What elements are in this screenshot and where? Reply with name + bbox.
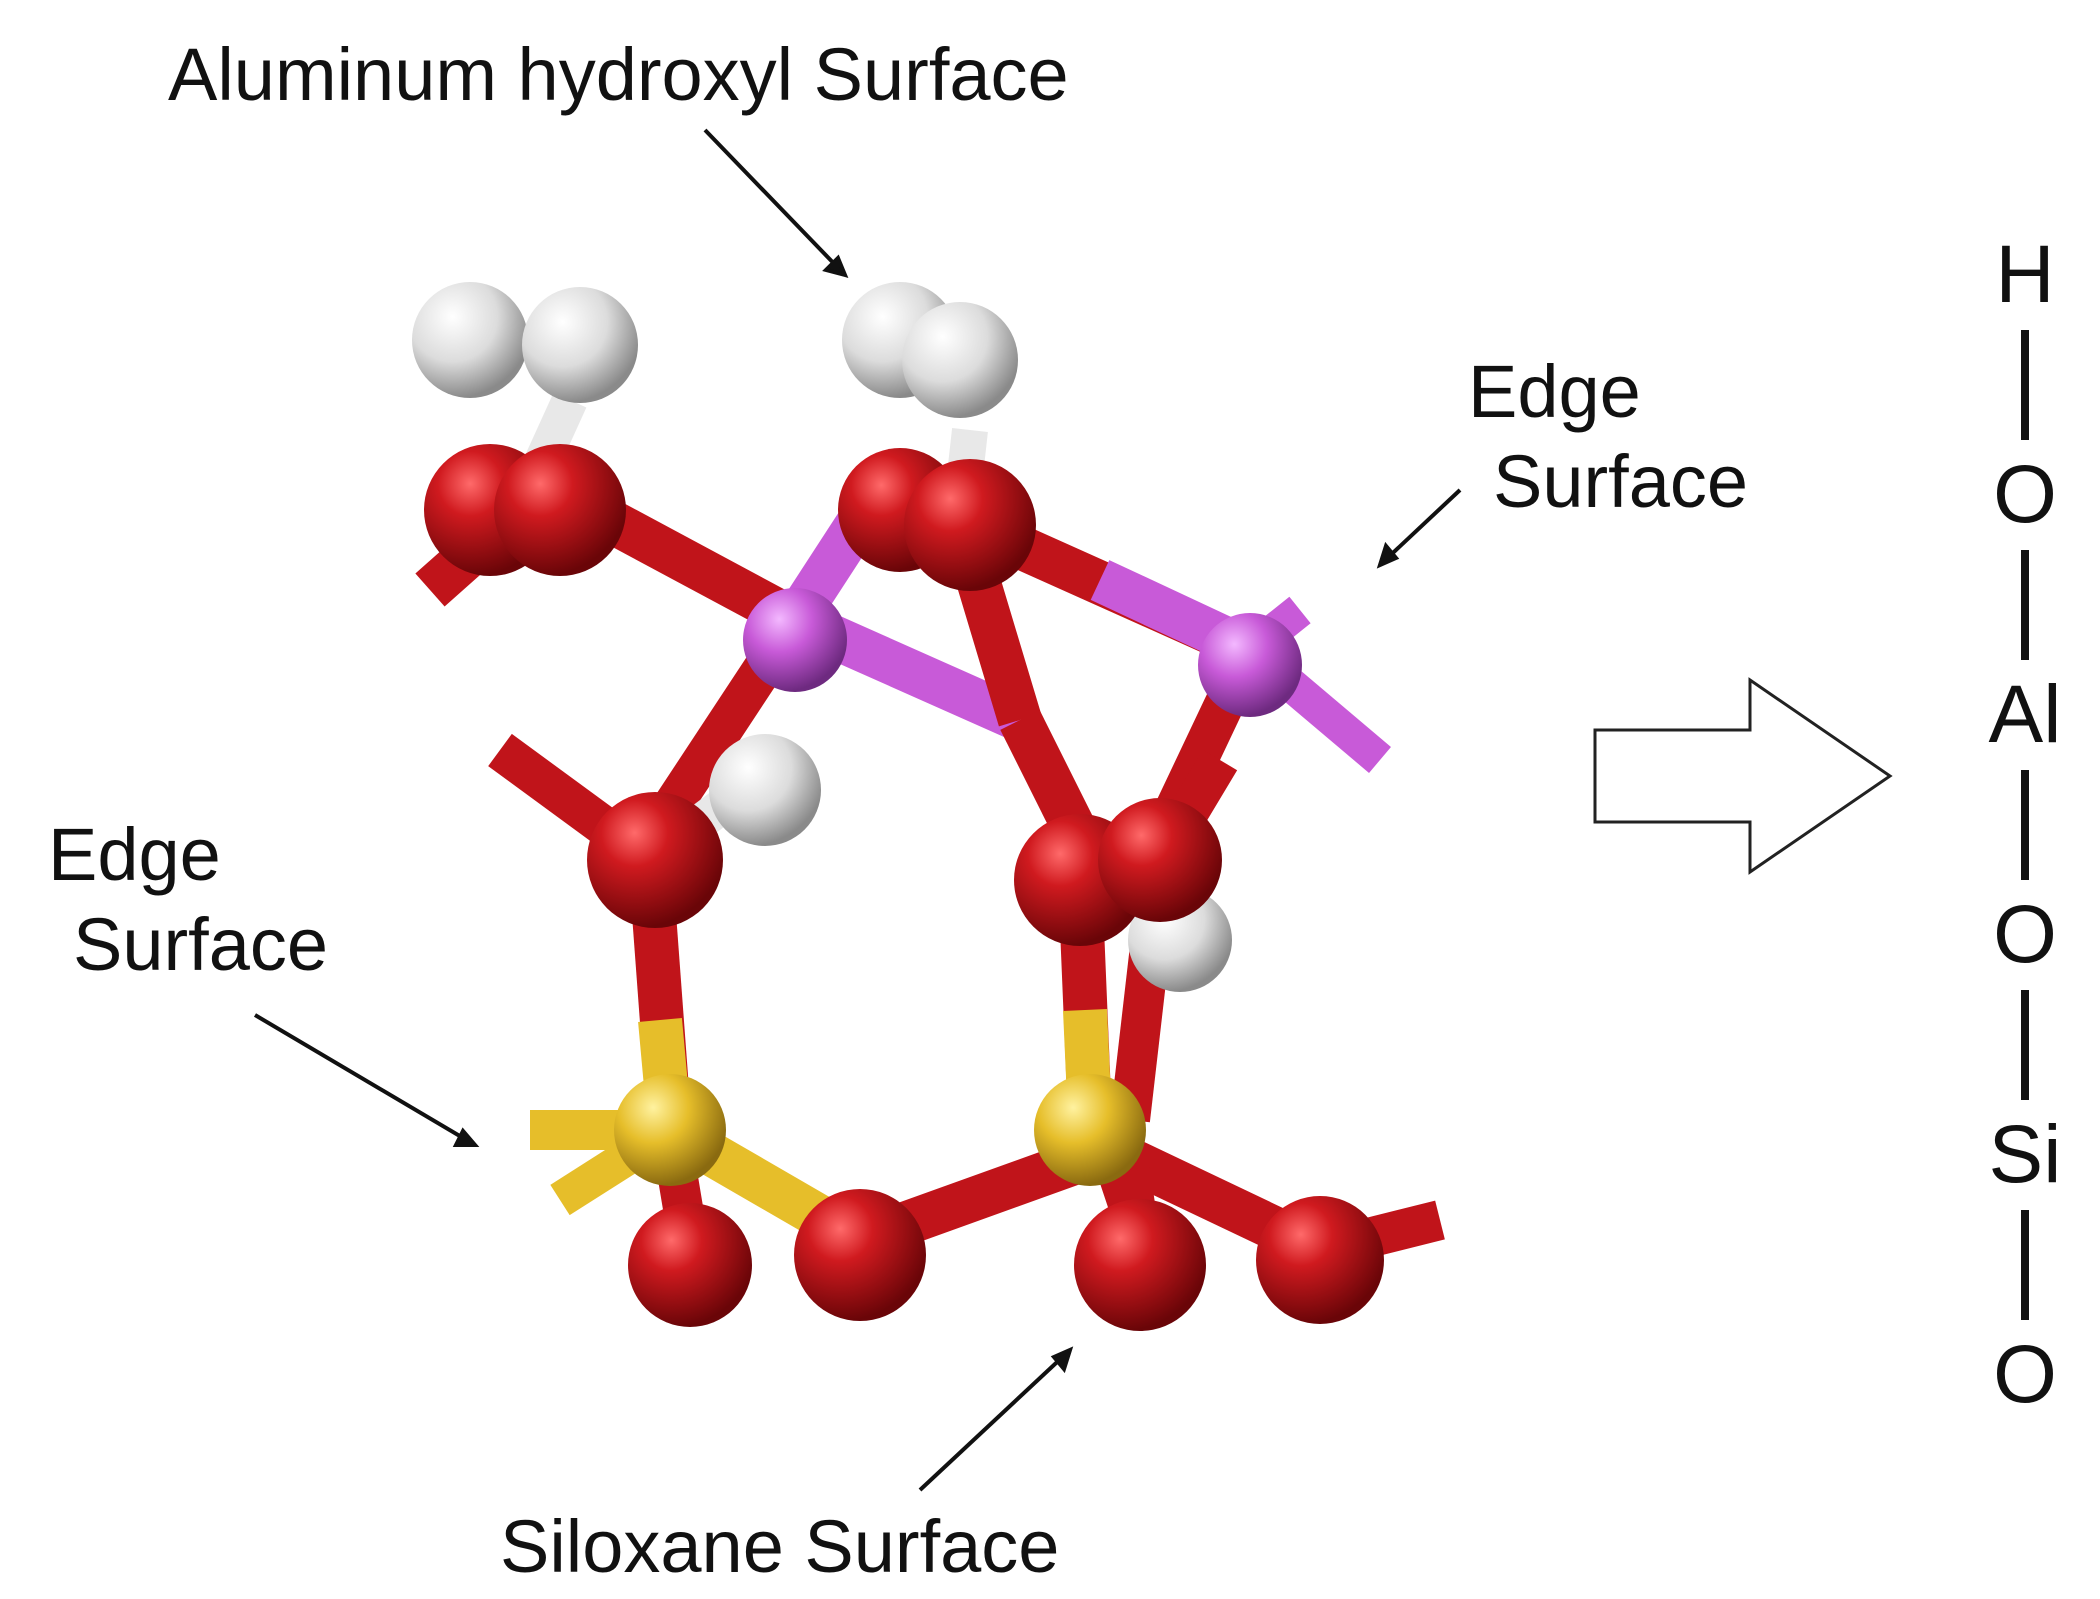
chain-bond <box>2021 990 2029 1100</box>
chain-atom-al: Al <box>1988 669 2062 760</box>
label-siloxane-surface: Siloxane Surface <box>500 1505 1060 1588</box>
label-edge-surface-left: Edge Surface <box>48 818 328 982</box>
label-edge-left-line1: Edge <box>48 813 221 896</box>
label-edge-right-line1: Edge <box>1468 350 1641 433</box>
chain-atom-o: O <box>1993 449 2057 540</box>
chain-atom-h: H <box>1995 229 2055 320</box>
chain-bond <box>2021 770 2029 880</box>
label-edge-right-line2: Surface <box>1493 440 1749 523</box>
chain-bond <box>2021 1210 2029 1320</box>
chain-atom-si: Si <box>1988 1109 2062 1200</box>
pointer-arrows <box>253 128 1462 1492</box>
chain-bond <box>2021 330 2029 440</box>
chain-bond <box>2021 550 2029 660</box>
label-aluminum-hydroxyl-surface: Aluminum hydroxyl Surface <box>168 33 1069 116</box>
label-edge-surface-right: Edge Surface <box>1468 355 1748 519</box>
chain-atom-o: O <box>1993 889 2057 980</box>
atoms <box>412 282 1384 1331</box>
label-edge-left-line2: Surface <box>73 903 329 986</box>
chain-atom-o: O <box>1993 1329 2057 1420</box>
structural-chain: H O Al O Si O <box>1945 220 2100 1430</box>
transition-arrow <box>1593 677 1893 875</box>
